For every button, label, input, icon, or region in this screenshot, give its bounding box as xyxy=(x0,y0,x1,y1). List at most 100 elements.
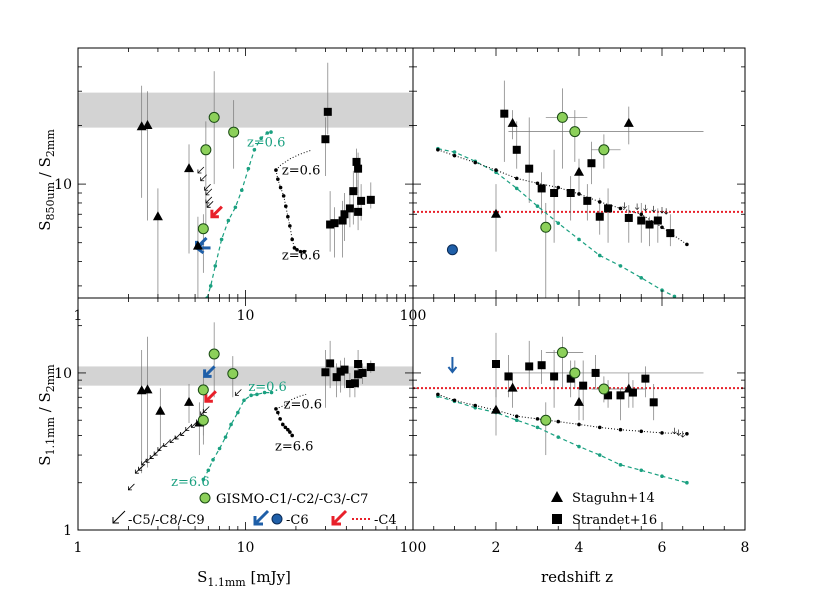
black-track-point xyxy=(577,422,581,427)
strandet-square xyxy=(500,109,509,118)
teal-track-point xyxy=(597,253,602,258)
cluster-arrowhead xyxy=(659,210,665,214)
c6-blue-arrow-head xyxy=(203,369,212,378)
teal-track-point xyxy=(211,457,215,462)
teal-track-point xyxy=(452,150,457,154)
teal-track-point xyxy=(213,264,218,268)
black-track-point xyxy=(295,247,299,252)
black-track-point xyxy=(283,425,288,430)
strandet-square xyxy=(628,388,637,397)
gismo-circle xyxy=(569,367,581,379)
black-track-point xyxy=(288,224,292,228)
ylabel-bottom-sub2: 2mm xyxy=(44,364,57,392)
y-axis-label-bottom: S1.1mm / S2mm xyxy=(36,364,57,466)
strandet-square xyxy=(550,372,559,381)
teal-track-point xyxy=(514,418,519,423)
strandet-square xyxy=(537,361,546,370)
upper-limit-arrow xyxy=(204,183,211,191)
staguhn-triangle xyxy=(574,166,584,176)
panel-frame xyxy=(77,47,414,299)
strandet-square xyxy=(321,135,330,144)
c4-red-arrow xyxy=(211,205,223,217)
strandet-square xyxy=(332,373,341,382)
x-tick-label: 2 xyxy=(492,540,501,556)
strandet-square xyxy=(349,187,358,196)
strandet-square xyxy=(354,164,363,173)
strandet-square xyxy=(604,391,613,400)
ylabel-bottom-main: S xyxy=(36,455,54,465)
plot-area xyxy=(413,80,745,298)
black-track-point xyxy=(290,237,294,242)
upper-limit-arrow xyxy=(200,174,207,182)
teal-track-point xyxy=(639,276,644,280)
strandet-square xyxy=(512,145,521,154)
upper-limit-arrowhead xyxy=(134,469,139,474)
teal-track-point xyxy=(242,398,246,403)
strandet-square xyxy=(321,368,330,377)
upper-limit-arrowhead xyxy=(163,443,168,447)
x-tick-label: 1 xyxy=(74,540,83,556)
legend-bottom-left: GISMO-C1/-C2/-C3/-C7 -C5/-C8/-C9 -C6 -C4 xyxy=(112,492,397,528)
teal-track-point xyxy=(265,131,270,135)
black-track-point xyxy=(436,148,440,152)
cluster-arrowhead xyxy=(622,206,627,209)
upper-limit-arrow xyxy=(174,432,182,440)
y-axis-label-top: S850um / S2mm xyxy=(36,129,57,231)
black-track-point xyxy=(286,427,290,432)
teal-track-point xyxy=(233,205,238,210)
upper-limit-arrowhead xyxy=(174,435,179,440)
teal-track-point xyxy=(577,444,581,449)
gismo-circle xyxy=(227,368,239,380)
black-track-line xyxy=(275,170,305,253)
upper-limit-arrowhead xyxy=(205,191,210,196)
teal-track-point xyxy=(685,480,689,485)
strandet-square xyxy=(550,189,559,198)
plot-area xyxy=(413,332,745,485)
black-track-point xyxy=(577,192,581,196)
ylabel-top-sub1: 850um xyxy=(44,181,57,220)
annotation-label: z=6.6 xyxy=(282,248,320,263)
upper-limit-arrowhead xyxy=(206,203,211,208)
strandet-square xyxy=(352,157,361,166)
black-track-point xyxy=(639,212,644,217)
black-track-point xyxy=(278,185,283,190)
staguhn-triangle xyxy=(184,163,195,173)
gismo-circle xyxy=(197,384,209,396)
strandet-square xyxy=(666,229,675,238)
upper-limit-arrow xyxy=(185,424,193,431)
legend-strandet-marker xyxy=(552,514,562,524)
gismo-circle xyxy=(556,346,568,358)
upper-limit-arrow xyxy=(235,389,242,396)
black-track-point xyxy=(597,200,602,204)
staguhn-triangle xyxy=(152,211,163,221)
black-track-point xyxy=(302,249,306,254)
upper-limit-arrowhead xyxy=(202,408,207,413)
strandet-square xyxy=(326,220,335,229)
teal-track-point xyxy=(618,264,623,268)
upper-limit-arrowhead xyxy=(204,186,209,191)
strandet-square xyxy=(525,164,534,173)
black-track-point xyxy=(473,403,478,408)
cluster-arrowhead xyxy=(676,433,681,436)
xlabel-left-main: S xyxy=(197,568,207,586)
upper-limit-arrowhead xyxy=(169,439,174,444)
plot-area: z=0.6z=0.6z=6.6z=6.6 xyxy=(78,322,413,491)
cluster-arrowhead xyxy=(643,208,648,212)
staguhn-triangle xyxy=(142,119,153,129)
staguhn-triangle xyxy=(192,240,203,250)
black-track-point xyxy=(274,407,278,411)
legend-blue-label: -C6 xyxy=(286,513,309,528)
black-track-point xyxy=(278,417,282,421)
black-track-point xyxy=(535,181,540,186)
gray-band xyxy=(78,92,413,128)
teal-track-point xyxy=(236,410,240,415)
strandet-square xyxy=(583,196,592,205)
annotation-label: z=0.6 xyxy=(282,164,320,179)
teal-track-point xyxy=(535,204,540,208)
teal-track-point xyxy=(246,166,251,171)
ylabel-bottom-sep: / S xyxy=(36,392,54,417)
black-track-dotted-tail xyxy=(275,149,311,171)
strandet-square xyxy=(350,379,359,388)
legend-staguhn-marker xyxy=(551,491,563,502)
staguhn-triangle xyxy=(507,117,518,127)
